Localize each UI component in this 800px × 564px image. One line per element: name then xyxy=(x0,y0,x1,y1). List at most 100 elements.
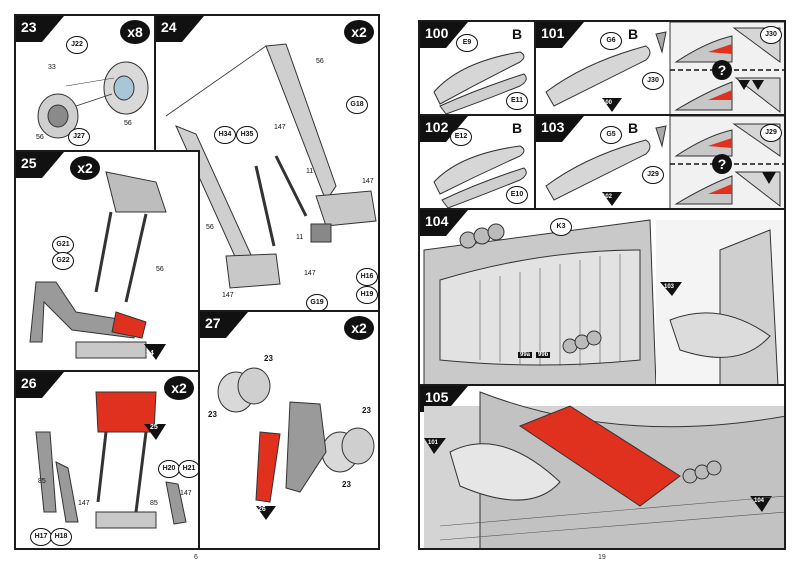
step-tag xyxy=(420,210,468,236)
variant-label: B xyxy=(628,120,639,136)
part-callout: K3 xyxy=(550,218,572,236)
part-label: 11 xyxy=(296,234,304,241)
option-question-icon: ? xyxy=(712,60,732,80)
pod-installation-illustration xyxy=(424,391,784,548)
part-label: 147 xyxy=(78,500,90,507)
step-number: 101 xyxy=(541,25,565,41)
part-callout: E12 xyxy=(450,128,472,146)
quantity-badge: x2 xyxy=(344,316,374,340)
part-label: 147 xyxy=(274,124,286,131)
step-number: 26 xyxy=(21,375,37,391)
step-102-panel: 102 B E12 E10 xyxy=(418,114,536,210)
step-103-panel: 103 B ? G5 J29 102 J29 xyxy=(534,114,786,210)
part-label: 85 xyxy=(150,500,158,507)
part-callout: H17 xyxy=(30,528,52,546)
step-tag xyxy=(420,386,468,412)
step-number: 105 xyxy=(425,389,449,405)
part-label: 99a xyxy=(518,352,533,358)
part-label: 147 xyxy=(222,292,234,299)
part-callout: G18 xyxy=(346,96,368,114)
step-105-panel: 105 101 104 xyxy=(418,384,786,550)
part-label: 23 xyxy=(208,410,217,419)
step-tag xyxy=(536,22,584,48)
part-label: 99b xyxy=(536,352,551,358)
part-callout: H34 xyxy=(214,126,236,144)
part-callout: H18 xyxy=(50,528,72,546)
part-label: 56 xyxy=(156,266,164,273)
step-number: 24 xyxy=(161,19,177,35)
fuselage-underside-illustration xyxy=(423,219,784,384)
variant-label: B xyxy=(512,120,523,136)
step-tag xyxy=(536,116,584,142)
reference-step-104: 104 xyxy=(754,498,765,504)
option-part-callout: J30 xyxy=(760,26,782,44)
part-label: 23 xyxy=(342,480,351,489)
nose-gear-assembly-illustration xyxy=(35,391,187,529)
pod-closing-illustration xyxy=(545,22,784,114)
step-tag xyxy=(420,116,468,142)
step-number: 103 xyxy=(541,119,565,135)
part-callout: H20 xyxy=(158,460,180,478)
main-wheel-illustration xyxy=(217,367,375,520)
part-callout: H35 xyxy=(236,126,258,144)
quantity-badge: x2 xyxy=(344,20,374,44)
reference-step-24: 24 xyxy=(146,350,154,357)
part-callout: E10 xyxy=(506,186,528,204)
part-label: 23 xyxy=(362,406,371,415)
part-callout: J30 xyxy=(642,72,664,90)
step-number: 25 xyxy=(21,155,37,171)
step-tag xyxy=(16,16,64,42)
step-tag xyxy=(16,372,64,398)
part-callout: J29 xyxy=(642,166,664,184)
variant-label: B xyxy=(512,26,523,42)
part-label: 147 xyxy=(180,490,192,497)
part-label: 85 xyxy=(38,478,46,485)
variant-label: B xyxy=(628,26,639,42)
part-label: 11 xyxy=(306,168,314,175)
step-27-panel: 27 x2 23 23 23 23 26 xyxy=(198,310,380,550)
nose-gear-illustration xyxy=(29,171,167,360)
part-label: 33 xyxy=(48,64,56,71)
pod-halves-illustration xyxy=(433,51,527,114)
step-101-panel: 101 B ? G6 J30 100 J30 xyxy=(534,20,786,116)
step-100-panel: 100 B E9 E11 xyxy=(418,20,536,116)
wheel-illustration xyxy=(37,61,149,139)
step-tag xyxy=(156,16,204,42)
step-tag xyxy=(420,22,468,48)
part-callout: G22 xyxy=(52,252,74,270)
quantity-badge: x2 xyxy=(70,156,100,180)
pod-halves-illustration xyxy=(433,145,527,208)
step-tag xyxy=(200,312,248,338)
part-callout: J27 xyxy=(68,128,90,146)
part-callout: H19 xyxy=(356,286,378,304)
reference-step-25: 25 xyxy=(150,424,158,431)
reference-step-26: 26 xyxy=(258,506,266,513)
pod-closing-illustration xyxy=(545,116,784,208)
step-26-panel: 26 x2 25 H20 H21 85 147 85 147 H17 H18 xyxy=(14,370,200,550)
step-104-panel: 104 B ? K3 99a 99b 103 xyxy=(418,208,786,386)
right-page: 100 B E9 E11 101 B ? G6 J30 xyxy=(418,14,786,561)
step-number: 102 xyxy=(425,119,449,135)
option-part-callout: J29 xyxy=(760,124,782,142)
step-number: 27 xyxy=(205,315,221,331)
part-label: 23 xyxy=(264,354,273,363)
part-label: 56 xyxy=(124,120,132,127)
reference-step-103: 103 xyxy=(664,284,675,290)
quantity-badge: x2 xyxy=(164,376,194,400)
part-callout: E9 xyxy=(456,34,478,52)
step-number: 100 xyxy=(425,25,449,41)
step-25-panel: 25 x2 G21 G22 56 24 xyxy=(14,150,200,372)
reference-step-101: 101 xyxy=(428,440,439,446)
option-question-icon: ? xyxy=(712,154,732,174)
left-page: 23 x8 J22 33 56 56 J27 24 x2 56 xyxy=(14,14,380,561)
step-number: 23 xyxy=(21,19,37,35)
quantity-badge: x8 xyxy=(120,20,150,44)
step-number: 104 xyxy=(425,213,449,229)
step-tag xyxy=(16,152,64,178)
page-number: 6 xyxy=(194,554,198,561)
part-label: 56 xyxy=(206,224,214,231)
page-number: 19 xyxy=(598,554,606,561)
part-label: 56 xyxy=(36,134,44,141)
part-callout: G6 xyxy=(600,32,622,50)
part-callout: E11 xyxy=(506,92,528,110)
